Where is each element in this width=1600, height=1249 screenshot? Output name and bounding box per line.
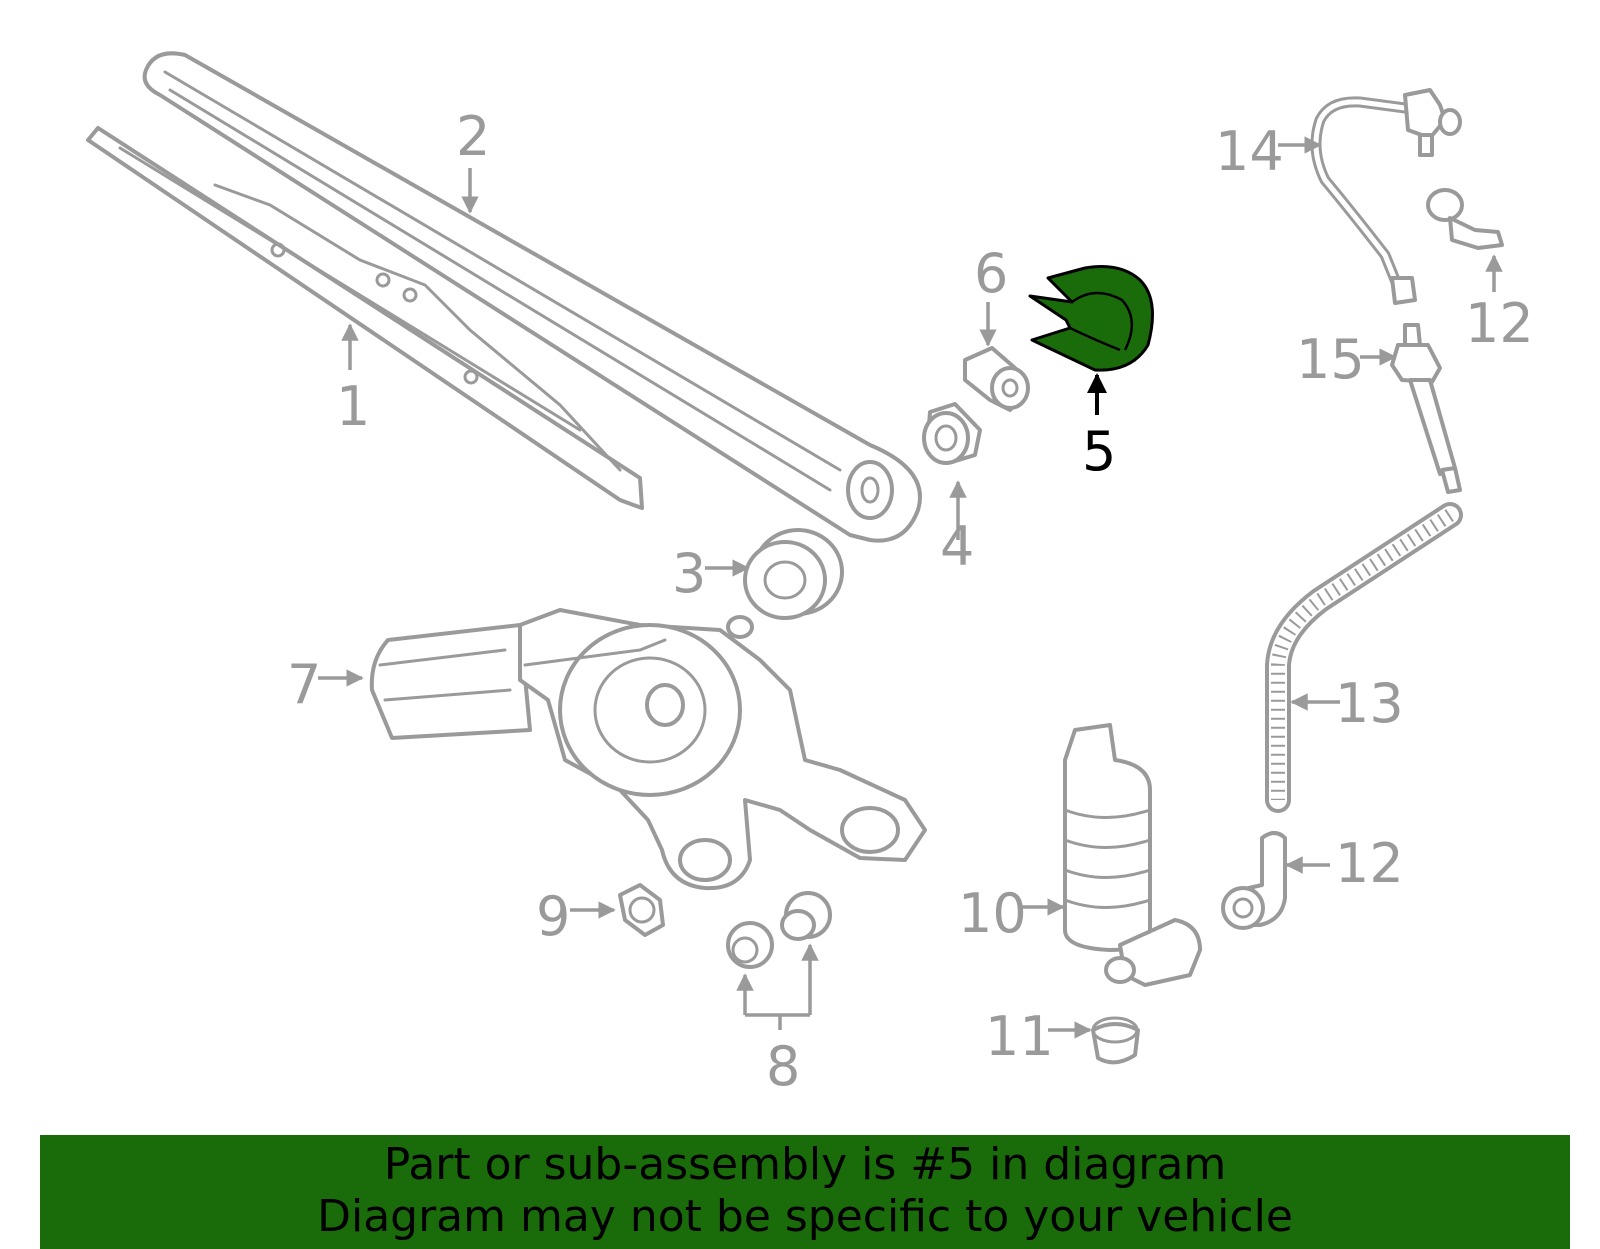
plug-part-11[interactable] <box>1091 1016 1140 1065</box>
callout-9: 9 <box>536 885 570 948</box>
elbow-connector-part-12-lower[interactable] <box>1221 831 1287 930</box>
wiper-arm-part-2[interactable] <box>142 51 922 543</box>
callout-5: 5 <box>1082 420 1116 483</box>
callout-4: 4 <box>940 515 974 578</box>
wiper-blade-part-1[interactable] <box>86 126 644 510</box>
callout-11: 11 <box>985 1005 1054 1068</box>
callout-7: 7 <box>287 653 321 716</box>
nut-part-9[interactable] <box>618 883 665 937</box>
banner-line-1: Part or sub-assembly is #5 in diagram <box>383 1139 1227 1190</box>
nozzle-part-15[interactable] <box>1390 323 1462 494</box>
banner-line-2: Diagram may not be specific to your vehi… <box>317 1191 1293 1242</box>
callout-8: 8 <box>766 1035 800 1098</box>
washer-pump-part-10[interactable] <box>1063 723 1202 987</box>
callout-6: 6 <box>974 242 1008 305</box>
elbow-connector-part-12-upper[interactable] <box>1426 188 1504 250</box>
wiper-motor-part-7[interactable] <box>369 608 927 891</box>
info-banner: Part or sub-assembly is #5 in diagram Di… <box>40 1135 1570 1249</box>
callout-3: 3 <box>672 542 706 605</box>
nut-part-4[interactable] <box>922 402 982 465</box>
callout-12-lower: 12 <box>1335 832 1404 895</box>
callout-12-upper: 12 <box>1465 292 1534 355</box>
callout-10: 10 <box>958 882 1027 945</box>
hose-part-13[interactable] <box>1265 502 1463 813</box>
callout-14: 14 <box>1215 120 1284 183</box>
tube-part-14[interactable] <box>1310 88 1462 305</box>
bushing-part-8[interactable] <box>726 891 832 969</box>
callout-13: 13 <box>1335 672 1404 735</box>
grommet-part-3[interactable] <box>743 528 844 620</box>
callout-2: 2 <box>456 105 490 168</box>
cap-part-5-highlighted[interactable] <box>1028 265 1154 372</box>
callout-15: 15 <box>1296 328 1365 391</box>
parts-diagram: 1 2 3 4 6 5 <box>86 51 1534 1098</box>
spacer-part-6[interactable] <box>963 346 1030 412</box>
callout-1: 1 <box>336 375 370 438</box>
